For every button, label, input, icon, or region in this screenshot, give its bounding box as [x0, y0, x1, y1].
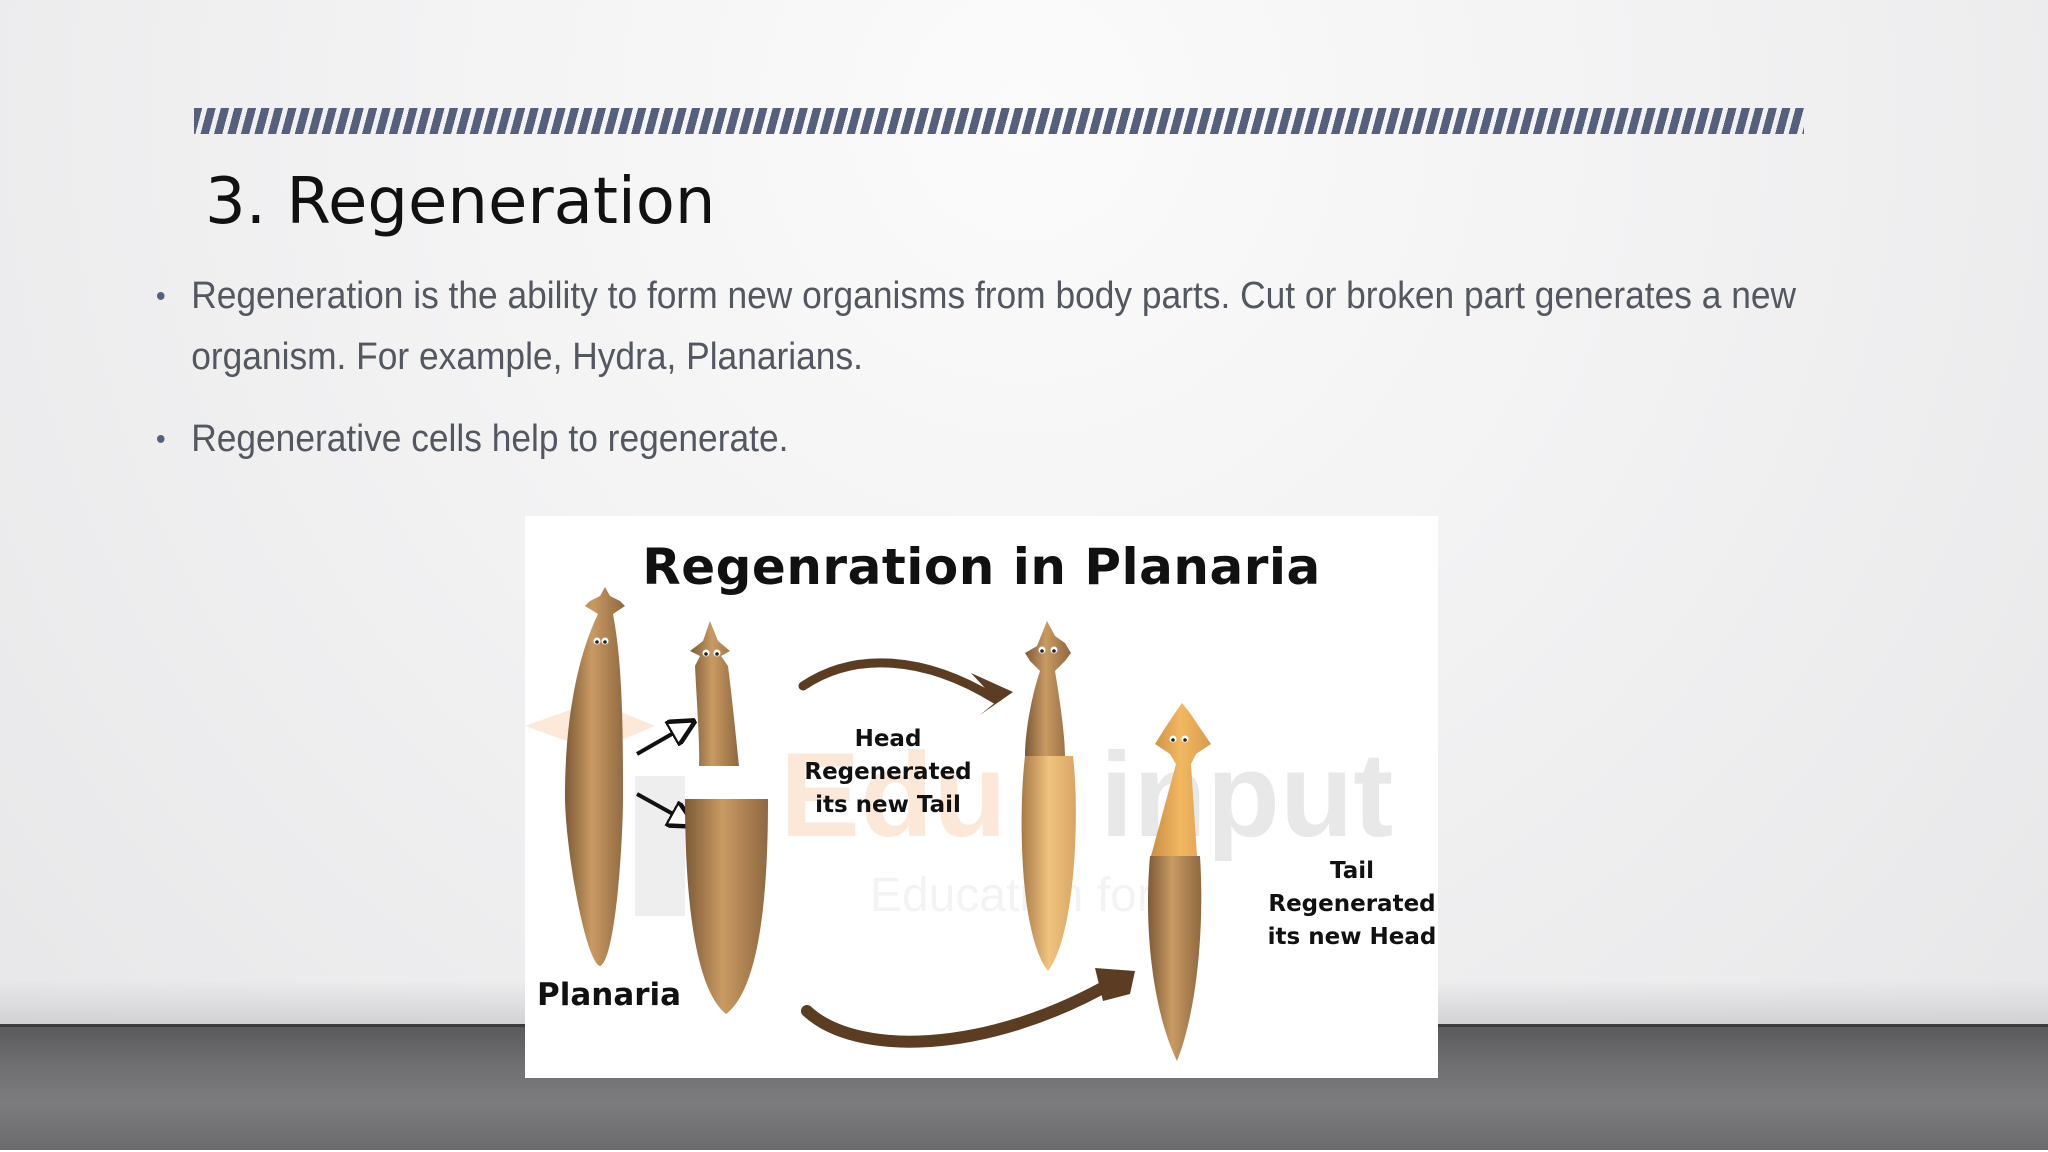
- label-line: its new Tail: [815, 792, 961, 818]
- planaria-regenerated-tail: [1021, 621, 1076, 971]
- label-line: Tail: [1329, 858, 1374, 884]
- svg-text:input: input: [1100, 728, 1393, 862]
- curved-arrow-upper: [798, 658, 1000, 704]
- bullet-list: • Regeneration is the ability to form ne…: [154, 266, 1796, 491]
- planaria-head-piece: [690, 621, 739, 766]
- label-planaria: Planaria: [537, 977, 682, 1013]
- label-head-regenerated: Head Regenerated its new Tail: [773, 723, 1003, 822]
- label-line: its new Head: [1267, 924, 1437, 950]
- svg-text:Edu: Edu: [780, 728, 1007, 862]
- bullet-text: Regenerative cells help to regenerate.: [191, 418, 789, 460]
- decorative-stripe-bar: [194, 108, 1804, 134]
- bullet-text: Regeneration is the ability to form new …: [191, 275, 1797, 378]
- svg-text:Education for: Education for: [870, 869, 1153, 922]
- bullet-item: • Regeneration is the ability to form ne…: [154, 266, 1837, 388]
- floor-bottom: [0, 1150, 2048, 1152]
- planaria-regeneration-figure: Edu input Education for: [525, 516, 1438, 1078]
- planaria-whole: [565, 587, 625, 966]
- watermark-logo: Edu input Education for: [525, 701, 1393, 922]
- curved-arrow-lower: [801, 975, 1121, 1048]
- planaria-tail-piece: [685, 799, 768, 1014]
- planaria-regenerated-head: [1148, 703, 1211, 1061]
- label-line: Regenerated: [1268, 891, 1436, 917]
- label-line: Head Regenerated: [804, 726, 972, 785]
- figure-title: Regenration in Planaria: [642, 538, 1321, 596]
- cut-arrow-lower: [636, 792, 691, 824]
- planaria-illustration: Edu input Education for: [525, 587, 1393, 1061]
- cut-arrow-upper: [636, 723, 691, 756]
- bullet-marker: •: [155, 280, 166, 313]
- bullet-marker: •: [155, 423, 166, 456]
- bullet-item: • Regenerative cells help to regenerate.: [154, 409, 1837, 470]
- slide-title: 3. Regeneration: [205, 165, 716, 239]
- label-tail-regenerated: Tail Regenerated its new Head: [1267, 855, 1437, 954]
